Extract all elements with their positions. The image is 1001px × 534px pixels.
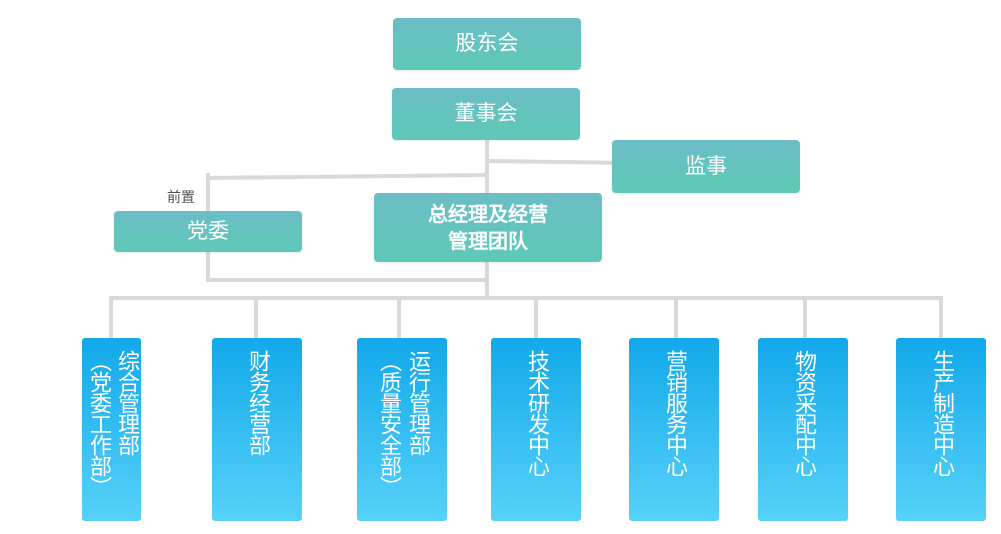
dept-box-general-management: 综合管理部 （党委工作部） (82, 338, 141, 521)
connector-supervisor (486, 159, 613, 165)
connector-party-stub-bottom (206, 252, 210, 281)
dept-box-operations: 运行管理部 （质量安全部） (357, 338, 447, 521)
connector-dept-3 (397, 296, 401, 339)
board-box: 董事会 (392, 88, 580, 140)
party-committee-box: 党委 (114, 211, 302, 252)
dept-box-marketing: 营销服务中心 (629, 338, 719, 521)
dept-6-name: 物资采配中心 (791, 350, 816, 476)
general-manager-label-line-1: 总经理及经营 (428, 201, 548, 226)
connector-dept-4 (534, 296, 538, 339)
connector-dept-2 (254, 296, 258, 339)
connector-party-stub-top (206, 173, 210, 211)
dept-4-name: 技术研发中心 (524, 350, 549, 476)
dept-7-name: 生产制造中心 (929, 350, 954, 476)
dept-5-name: 营销服务中心 (662, 350, 687, 476)
dept-box-rnd: 技术研发中心 (491, 338, 581, 521)
shareholders-box: 股东会 (393, 18, 581, 70)
connector-dept-6 (803, 296, 807, 339)
supervisor-box: 监事 (612, 140, 800, 193)
connector-dept-5 (674, 296, 678, 339)
board-label: 董事会 (454, 101, 518, 126)
general-manager-label-line-2: 管理团队 (448, 228, 528, 253)
general-manager-box: 总经理及经营 管理团队 (374, 193, 602, 262)
dept-box-finance: 财务经营部 (212, 338, 302, 521)
dept-3-subname: （质量安全部） (376, 350, 401, 497)
supervisor-label: 监事 (685, 153, 727, 178)
connector-dept-7 (939, 296, 943, 339)
shareholders-label: 股东会 (455, 31, 519, 56)
connector-party-top (205, 173, 488, 180)
connector-dept-bus (109, 296, 943, 300)
dept-2-name: 财务经营部 (245, 350, 270, 455)
dept-box-production: 生产制造中心 (896, 338, 986, 521)
dept-1-subname: （党委工作部） (86, 350, 111, 497)
party-committee-label: 党委 (187, 218, 229, 243)
connector-party-bottom (206, 278, 487, 282)
dept-box-procurement: 物资采配中心 (758, 338, 848, 521)
dept-3-name: 运行管理部 (405, 350, 430, 455)
dept-1-name: 综合管理部 (114, 350, 139, 455)
connector-dept-1 (109, 296, 113, 339)
party-note: 前置 (167, 190, 195, 206)
